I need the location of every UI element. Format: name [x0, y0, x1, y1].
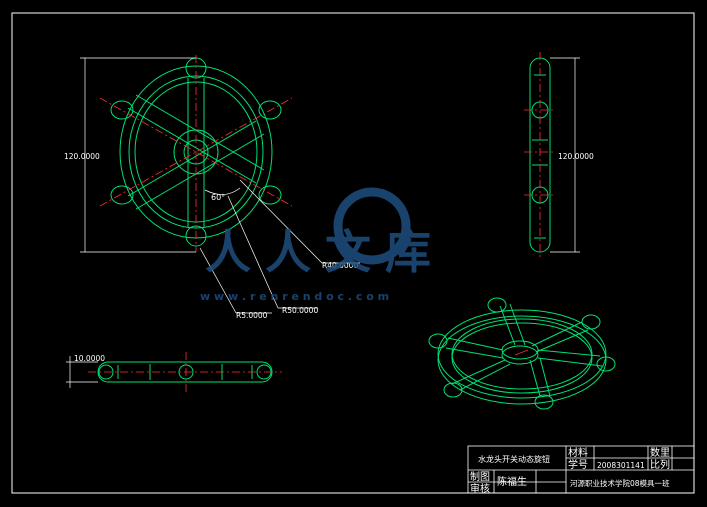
school-name: 河源职业技术学院08模具一班 — [570, 478, 670, 488]
part-name: 水龙头开关动态旋钮 — [478, 454, 550, 464]
dim-r50: R50.0000 — [282, 306, 318, 315]
student-id-value: 2008301141 — [597, 461, 645, 470]
drawn-by-label: 制图 — [470, 470, 490, 483]
bottom-centerlines — [88, 352, 282, 392]
bottom-dimensions — [66, 356, 98, 388]
watermark: 人人文库 w w w . r e n r e n d o c . c o m — [200, 187, 445, 303]
title-block — [467, 445, 695, 494]
watermark-logo-ring — [333, 187, 411, 265]
dim-r5: R5.0000 — [236, 311, 268, 320]
quantity-label: 数里 — [650, 446, 670, 459]
side-centerlines — [524, 52, 556, 258]
title-block-text: 水龙头开关动态旋钮 材料 数里 学号 2008301141 比列 制图 审核 陈… — [470, 446, 670, 495]
bottom-view: 10.0000 — [66, 352, 282, 392]
dim-r40: R40.0000 — [322, 261, 358, 270]
dim-overall-height-side: 120.0000 — [558, 152, 594, 161]
spokes — [127, 78, 265, 228]
side-view: 120.0000 — [524, 52, 594, 258]
drawing-border — [11, 12, 695, 494]
front-dimensions — [80, 57, 360, 314]
watermark-url: w w w . r e n r e n d o c . c o m — [200, 290, 389, 303]
student-id-label: 学号 — [568, 458, 588, 471]
side-dimensions — [550, 57, 580, 253]
material-label: 材料 — [568, 446, 588, 459]
isometric-view — [428, 297, 616, 410]
dim-angle: 60° — [211, 193, 225, 202]
scale-label: 比列 — [650, 458, 670, 471]
watermark-brand: 人人文库 — [205, 225, 445, 279]
dim-overall-height-front: 120.0000 — [64, 152, 100, 161]
dim-thickness: 10.0000 — [74, 354, 105, 363]
front-centerlines — [99, 55, 293, 252]
reviewed-by-label: 审核 — [470, 482, 490, 495]
front-view: 120.0000 60° R40.0000 R50.0000 R5.0000 — [64, 55, 360, 320]
drawer-name: 陈福生 — [497, 475, 527, 488]
